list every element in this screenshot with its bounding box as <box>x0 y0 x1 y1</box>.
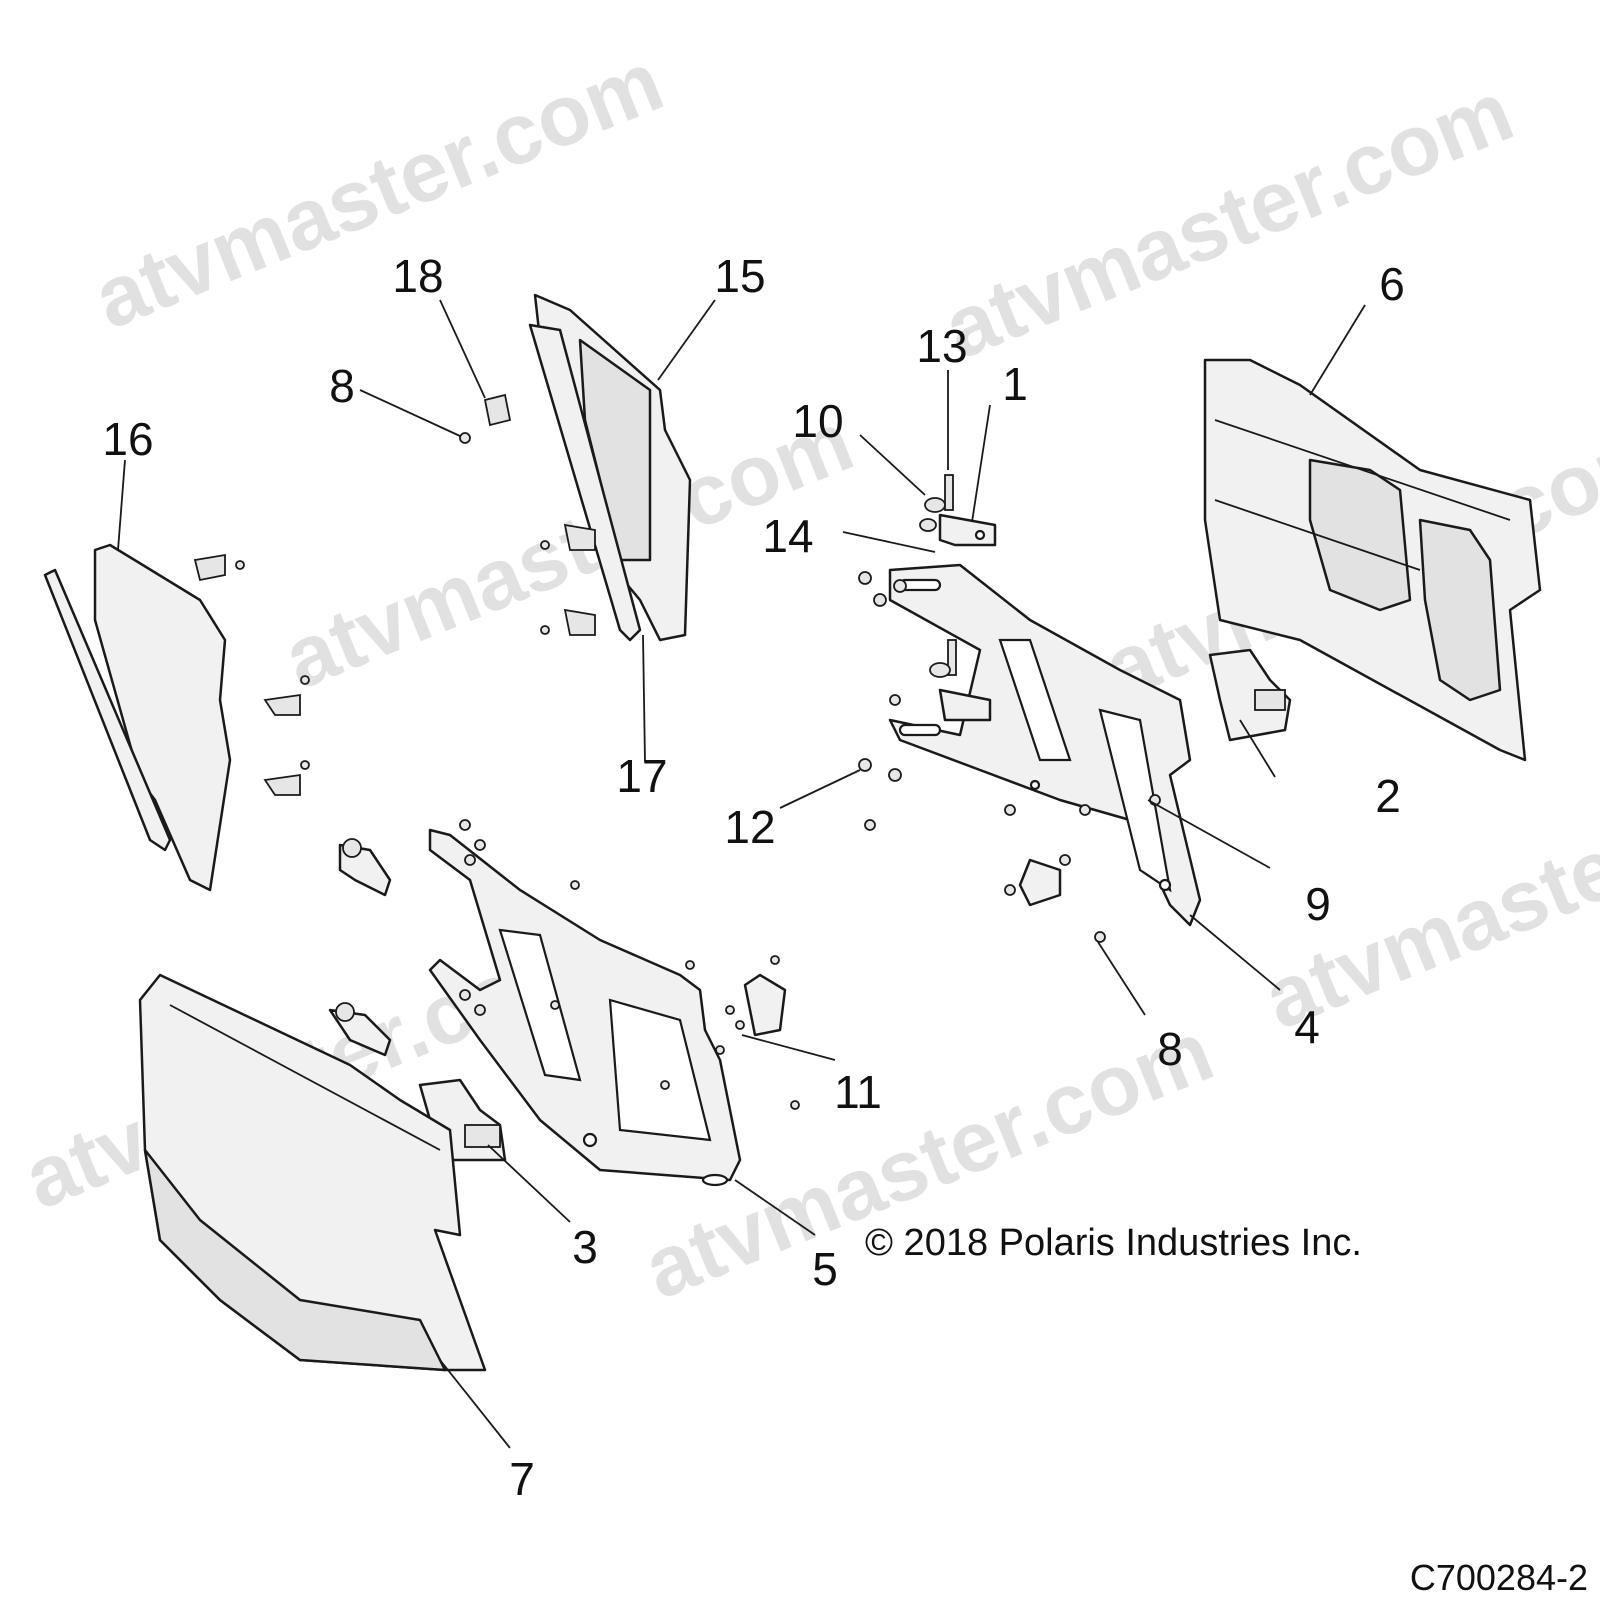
callout-16: 16 <box>102 413 153 465</box>
part-6-door-panel <box>1203 358 1542 762</box>
watermark: atvmaster.com <box>931 63 1525 378</box>
part-5-left-door-frame <box>428 828 742 1187</box>
part-1-hinge-bracket <box>919 474 997 722</box>
callout-10: 10 <box>792 395 843 447</box>
callout-18: 18 <box>392 250 443 302</box>
part-2-latch <box>1208 648 1292 742</box>
callouts: 1 2 3 4 5 6 7 8 8 9 10 11 12 13 14 15 16… <box>102 250 1404 1505</box>
part-15-upper-panel <box>528 293 692 642</box>
callout-7: 7 <box>509 1453 535 1505</box>
watermark: atvmaster.com <box>81 33 675 348</box>
callout-3: 3 <box>572 1221 598 1273</box>
callout-4: 4 <box>1294 1001 1320 1053</box>
callout-13: 13 <box>916 320 967 372</box>
figure-id: C700284-2 <box>1410 1557 1588 1598</box>
left-hinge-hardware <box>328 838 1062 1057</box>
callout-15: 15 <box>714 250 765 302</box>
callout-1: 1 <box>1002 358 1028 410</box>
callout-12: 12 <box>724 801 775 853</box>
copyright-notice: © 2018 Polaris Industries Inc. <box>865 1222 1362 1264</box>
callout-17: 17 <box>616 750 667 802</box>
callout-5: 5 <box>812 1243 838 1295</box>
callout-11: 11 <box>834 1066 882 1118</box>
leader-lines <box>117 299 1366 1449</box>
part-16-left-trim <box>43 543 301 892</box>
part-4-right-door-frame <box>888 563 1202 927</box>
callout-8-lower: 8 <box>1157 1023 1183 1075</box>
callout-2: 2 <box>1375 770 1401 822</box>
part-7-lower-panel <box>138 973 487 1372</box>
callout-9: 9 <box>1305 878 1331 930</box>
callout-14: 14 <box>762 510 813 562</box>
fasteners <box>235 393 1161 1110</box>
callout-8-upper: 8 <box>329 360 355 412</box>
callout-6: 6 <box>1379 258 1405 310</box>
